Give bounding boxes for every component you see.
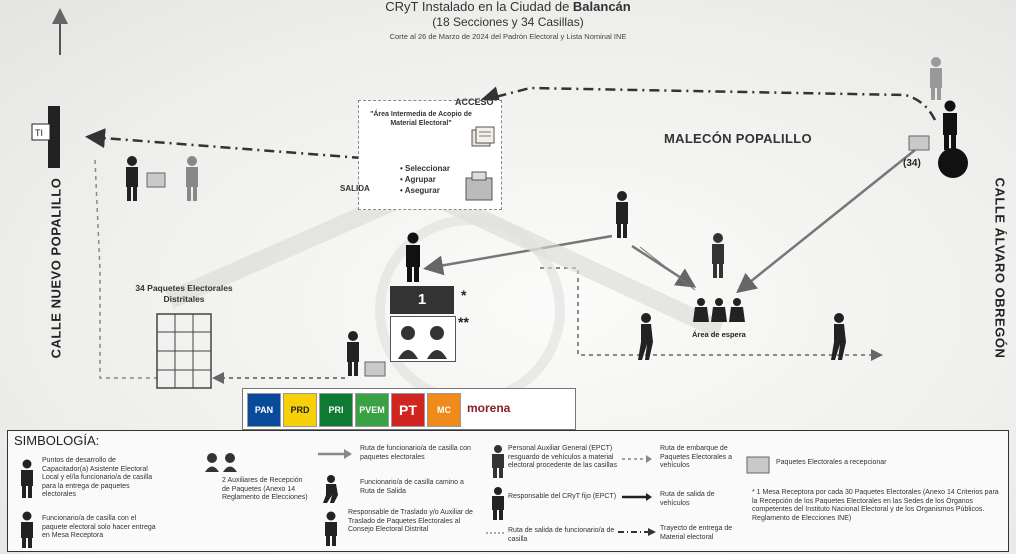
- staff-icon: [21, 459, 33, 498]
- party-morena: morena: [467, 401, 511, 415]
- party-logo-pri: PRI: [319, 393, 353, 427]
- vehicle-route-icon: [622, 493, 652, 501]
- cutoff-note: Corte al 26 de Marzo de 2024 del Padrón …: [389, 32, 627, 41]
- exit-route-icon: [486, 532, 506, 534]
- waiting-people-icon: [693, 298, 745, 322]
- party-logo-prd: PRD: [283, 393, 317, 427]
- party-logo-pvem: PVEM: [355, 393, 389, 427]
- packages-label: 34 Paquetes Electorales Distritales: [135, 283, 233, 304]
- street-right: CALLE ÁLVARO OBREGÓN: [992, 177, 1008, 359]
- legend-title: SIMBOLOGÍA:: [14, 433, 100, 448]
- legend-item-11: Ruta de salida de vehículos: [660, 491, 715, 507]
- staff-icon: [492, 445, 504, 478]
- staff-icon: [21, 511, 33, 548]
- parties-bar: PAN PRD PRI PVEM PT MC morena: [242, 388, 576, 430]
- walking-icon: [323, 475, 338, 503]
- ballot-box-icon: [465, 171, 493, 201]
- reception-auxiliaries: [390, 316, 456, 362]
- walking-person-icon: [831, 313, 846, 360]
- person-icon: [712, 233, 724, 278]
- area-title: "Área Intermedia de Acopio de Material E…: [370, 111, 472, 127]
- staff-icon: [325, 511, 337, 546]
- person-icon: [616, 191, 628, 238]
- party-logo-pan: PAN: [247, 393, 281, 427]
- legend-item-1: Puntos de desarrollo de Capacitador(a) A…: [42, 457, 153, 498]
- person-icon: [943, 100, 957, 150]
- package-icon: [146, 172, 166, 188]
- legend-item-14: * 1 Mesa Receptora por cada 30 Paquetes …: [752, 489, 999, 522]
- documents-icon: [471, 126, 495, 147]
- legend-item-12: Trayecto de entrega de Material electora…: [660, 525, 733, 541]
- route-left-vertical: [94, 159, 160, 379]
- svg-text:TI: TI: [35, 128, 43, 138]
- party-logo-pt: PT: [391, 393, 425, 427]
- route-lines: [52, 8, 937, 405]
- arrow-to-desk: [423, 234, 613, 276]
- route-wait-exit: [540, 267, 883, 361]
- wait-area-label: Área de espera: [692, 330, 746, 339]
- person-icon: [126, 156, 138, 201]
- malecon-label: MALECÓN POPALILLO: [664, 131, 812, 146]
- reception-desk-number: 1: [390, 286, 454, 314]
- arrow-to-wait: [631, 244, 697, 288]
- legend-item-3: 2 Auxiliares de Recepción de Paquetes (A…: [222, 477, 308, 501]
- diagram-title: CRyT Instalado en la Ciudad de Balancán: [0, 0, 1016, 14]
- legend-item-6: Responsable de Traslado y/o Auxiliar de …: [348, 509, 473, 533]
- legend-item-4: Ruta de funcionario/a de casilla con paq…: [360, 445, 471, 461]
- street-left: CALLE NUEVO POPALILLO: [48, 177, 64, 359]
- auxiliaries-icon: [205, 453, 237, 472]
- area-steps: • Seleccionar • Agrupar • Asegurar: [400, 163, 450, 196]
- desk-star-2: **: [458, 314, 469, 330]
- delivery-route-icon: [618, 528, 656, 536]
- camera-icon: TI: [31, 106, 60, 168]
- access-label: ACCESO: [455, 97, 494, 107]
- arrow-aux: [639, 246, 696, 291]
- staff-icon: [492, 487, 504, 520]
- person-icon: [347, 331, 359, 376]
- person-icon: [930, 57, 942, 100]
- package-icon: [364, 361, 386, 377]
- step-select: • Seleccionar: [400, 164, 450, 173]
- title-prefix: CRyT Instalado en la Ciudad de: [385, 0, 573, 14]
- person-icon: [186, 156, 198, 201]
- title-city: Balancán: [572, 0, 631, 14]
- legend-box: SIMBOLOGÍA: Puntos de desarrollo de Capa…: [7, 430, 1009, 552]
- legend-item-9: Ruta de salida de funcionario/a de casil…: [508, 527, 615, 543]
- person-icon: [406, 232, 420, 282]
- diagram-subtitle: (18 Secciones y 34 Casillas): [432, 15, 584, 29]
- legend-item-7: Personal Auxiliar General (EPCT) resguar…: [508, 445, 617, 469]
- legend-item-5: Funcionario/a de casilla camino a Ruta d…: [360, 479, 464, 495]
- package-shelf-icon: [156, 313, 212, 389]
- arrow-from-east: [736, 149, 916, 294]
- route-exit: [85, 128, 363, 160]
- package-icon: [746, 456, 770, 474]
- legend-item-8: Responsable del CRyT fijo (EPCT): [508, 493, 617, 500]
- package-count: (34): [903, 158, 921, 169]
- desk-star-1: *: [461, 287, 467, 303]
- exit-label: SALIDA: [340, 184, 370, 193]
- legend-item-10: Ruta de embarque de Paquetes Electorales…: [660, 445, 732, 469]
- legend-item-2: Funcionario/a de casilla con el paquete …: [42, 515, 156, 539]
- step-group: • Agrupar: [400, 175, 436, 184]
- dashed-route-icon: [622, 455, 652, 463]
- walking-person-icon: [638, 313, 653, 360]
- legend-item-13: Paquetes Electorales a recepcionar: [776, 459, 887, 466]
- step-secure: • Asegurar: [400, 186, 440, 195]
- package-icon: [908, 135, 930, 151]
- route-arrow-icon: [318, 449, 352, 459]
- vehicle-icon: [938, 148, 968, 178]
- party-logo-mc: MC: [427, 393, 461, 427]
- route-top: [479, 86, 937, 121]
- auxiliaries-icon: [398, 326, 447, 359]
